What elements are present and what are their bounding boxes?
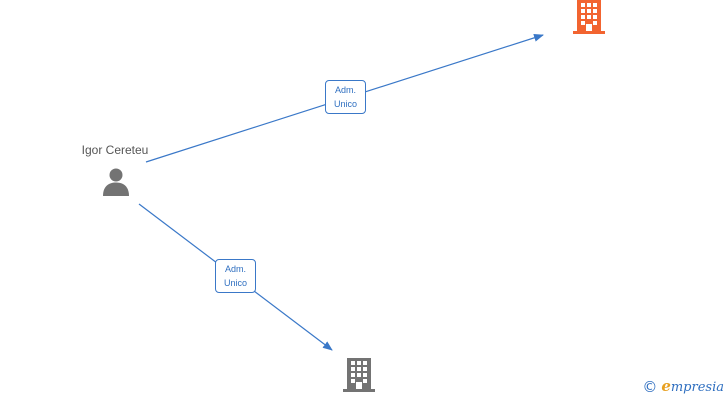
person-icon[interactable] [100,167,132,197]
relation-label-line1: Adm. [224,264,246,274]
person-name[interactable]: Igor Cereteu [81,143,149,157]
brand-logo-initial: e [661,377,671,395]
relation-label-line2: Unico [223,278,247,288]
brand-logo-rest: mpresia [670,380,724,395]
building-icon[interactable] [571,0,607,36]
brand-logo: empresia [661,377,724,397]
relation-label[interactable]: Adm. Unico [325,80,366,114]
relation-label-line1: Adm. [334,85,356,95]
building-icon[interactable] [341,358,377,394]
relation-label-line2: Unico [333,99,357,109]
brand-watermark: © empresia [642,377,724,397]
copyright-icon: © [642,378,658,396]
relation-label[interactable]: Adm. Unico [215,259,256,293]
